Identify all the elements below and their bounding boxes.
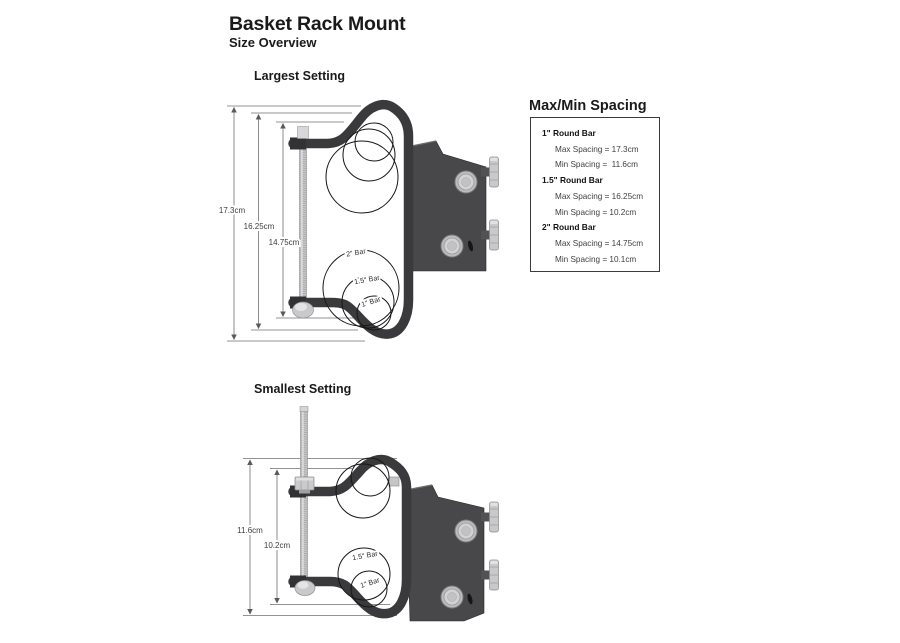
wing-knob [481, 559, 499, 591]
largest-setting-diagram: 17.3cm 16.25cm 14.75cm 2" Bar 1.5" Bar 1… [217, 99, 499, 342]
rod-top-nut [297, 126, 309, 139]
rod-foot [292, 301, 314, 319]
dim-label-17-3: 17.3cm [219, 206, 246, 215]
spacing-group-name: 1" Round Bar [542, 128, 596, 138]
plate-slot [467, 593, 473, 605]
page-subtitle: Size Overview [229, 35, 317, 50]
wing-knob [481, 219, 499, 251]
spacing-min-row: Min Spacing = 10.1cm [555, 254, 637, 264]
threaded-rod [299, 406, 309, 593]
dimension-lines-smallest [243, 458, 397, 616]
spacing-group-1in: 1" Round Bar Max Spacing = 17.3cm Min Sp… [542, 126, 659, 173]
retainer-pin [388, 476, 400, 487]
dimension-lines-largest [227, 105, 365, 342]
circle-1in-bottom [356, 295, 392, 331]
largest-setting-label: Largest Setting [254, 69, 345, 83]
spacing-group-2in: 2" Round Bar Max Spacing = 14.75cm Min S… [542, 220, 659, 267]
plate-bolt [440, 234, 464, 258]
spacing-panel-title: Max/Min Spacing [529, 98, 647, 114]
wing-knob [481, 501, 499, 533]
spacing-max-row: Max Spacing = 17.3cm [555, 144, 639, 154]
circle-1in-top [350, 457, 390, 497]
bar-label-1-5in: 1.5" Bar [353, 273, 380, 286]
spacing-table: 1" Round Bar Max Spacing = 17.3cm Min Sp… [530, 117, 660, 272]
plate-slot [467, 240, 474, 252]
dim-label-16-25: 16.25cm [244, 222, 275, 231]
page-title: Basket Rack Mount [229, 13, 406, 35]
smallest-setting-label: Smallest Setting [254, 382, 352, 396]
hook-bracket [288, 454, 412, 619]
spacing-group-name: 2" Round Bar [542, 222, 596, 233]
bar-label-2in: 2" Bar [345, 246, 367, 258]
adjustment-hex-nut [294, 476, 315, 494]
plate-bolt [454, 519, 478, 543]
circle-1-5in-bottom [337, 547, 391, 601]
circle-1in-top [354, 122, 394, 162]
spacing-min-row: Min Spacing = 10.2cm [555, 207, 637, 217]
threaded-rod [299, 130, 307, 312]
bar-size-circles-largest [322, 122, 400, 331]
upper-clamp-plate [290, 137, 306, 150]
plate-bolt [454, 170, 478, 194]
circle-1-5in-bottom [341, 275, 395, 329]
rod-foot [294, 580, 316, 596]
spacing-group-name: 1.5" Round Bar [542, 175, 603, 186]
bar-label-1in: 1" Bar [359, 575, 381, 590]
wing-knob [481, 156, 499, 188]
circle-2in-top [325, 140, 399, 214]
spacing-max-row: Max Spacing = 14.75cm [555, 238, 644, 248]
smallest-setting-diagram: 11.6cm 10.2cm 1.5" Bar 1" Bar [235, 406, 499, 622]
spacing-max-row: Max Spacing = 16.25cm [555, 191, 644, 201]
circle-1-5in-top [335, 463, 391, 519]
plate-bolt [440, 585, 464, 609]
spacing-group-1-5in: 1.5" Round Bar Max Spacing = 16.25cm Min… [542, 173, 659, 220]
dim-label-14-75: 14.75cm [269, 238, 300, 247]
dim-label-11-6: 11.6cm [237, 526, 263, 535]
dim-label-10-2: 10.2cm [264, 541, 291, 550]
rod-top-cap [299, 406, 309, 412]
circle-2in-bottom [322, 249, 400, 327]
circle-1-5in-top [342, 128, 396, 182]
circle-1in-bottom [350, 570, 388, 608]
bar-size-circles-smallest [335, 457, 391, 608]
bar-label-1in: 1" Bar [360, 294, 382, 309]
spacing-min-row: Min Spacing = 11.6cm [555, 160, 638, 170]
hook-bracket [288, 99, 414, 339]
bar-label-1-5in: 1.5" Bar [351, 549, 378, 562]
